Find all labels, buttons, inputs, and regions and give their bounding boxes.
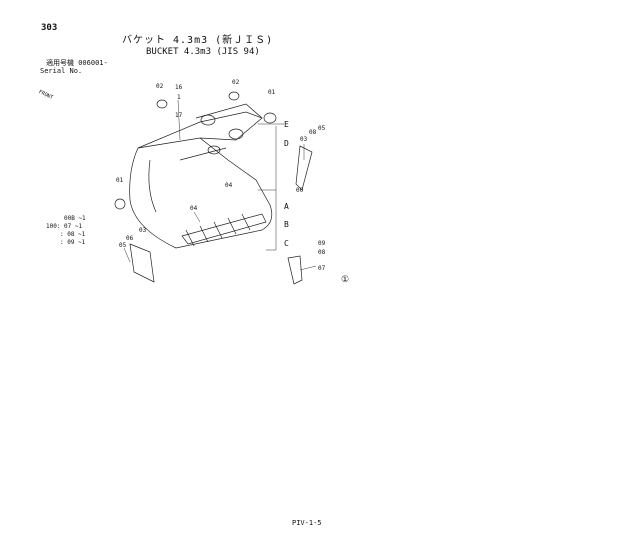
boss-right (228, 128, 244, 140)
part-number: 03 (300, 136, 308, 143)
leader-line (177, 99, 181, 141)
callout-letter: E (284, 120, 289, 129)
bushing-left (114, 198, 126, 210)
leader-line (299, 265, 317, 271)
title-english: BUCKET 4.3m3 (JIS 94) (146, 47, 260, 57)
part-number: 06 (126, 235, 134, 242)
pin-assembly (295, 145, 313, 191)
part-number: 1 (177, 94, 181, 101)
page-number: 303 (41, 23, 58, 33)
serial-label-japanese: 適用号機 006001- (46, 59, 108, 67)
part-number: 01 (116, 177, 124, 184)
part-number: 08 (318, 249, 326, 256)
part-number: 08 (309, 129, 317, 136)
callout-letter: D (284, 139, 289, 148)
part-number: 05 (119, 242, 127, 249)
side-cutter (129, 243, 155, 283)
bushing-top-left (156, 99, 168, 109)
part-number: 04 (225, 182, 233, 189)
revision-mark: ① (341, 275, 350, 285)
part-number: 00 (296, 187, 304, 194)
bucket-body (129, 137, 273, 249)
page-footer: PIV-1-5 (292, 519, 322, 527)
callout-letter: C (284, 239, 289, 248)
bucket-teeth (185, 213, 251, 247)
part-number: 07 (318, 265, 326, 272)
part-number: 02 (232, 79, 240, 86)
part-number: 09 (318, 240, 326, 247)
part-number: 02 (156, 83, 164, 90)
leader-line (123, 247, 131, 263)
qty-line-3: : 08 ~1 (60, 231, 86, 238)
part-number: 05 (318, 125, 326, 132)
part-number: 01 (268, 89, 276, 96)
leader-line (193, 211, 201, 223)
bucket-upper-shell (137, 111, 263, 149)
part-number: 04 (190, 205, 198, 212)
bushing-top (228, 91, 240, 101)
tooth-point (287, 255, 303, 285)
qty-line-4: : 09 ~1 (60, 239, 86, 246)
part-number: 16 (175, 84, 183, 91)
callout-letter: B (284, 220, 289, 229)
bucket-inner-curve (148, 159, 157, 213)
title-japanese: バケット 4.3m3 (新ＪＩＳ) (122, 35, 274, 46)
part-number: 03 (139, 227, 147, 234)
boss-left (200, 114, 216, 126)
bushing-top-right (263, 112, 277, 124)
qty-line-1: 00B ~1 (64, 215, 86, 222)
serial-label-english: Serial No. (40, 67, 83, 75)
callout-letter: A (284, 202, 289, 211)
qty-line-2: 100: 07 ~1 (46, 223, 83, 230)
